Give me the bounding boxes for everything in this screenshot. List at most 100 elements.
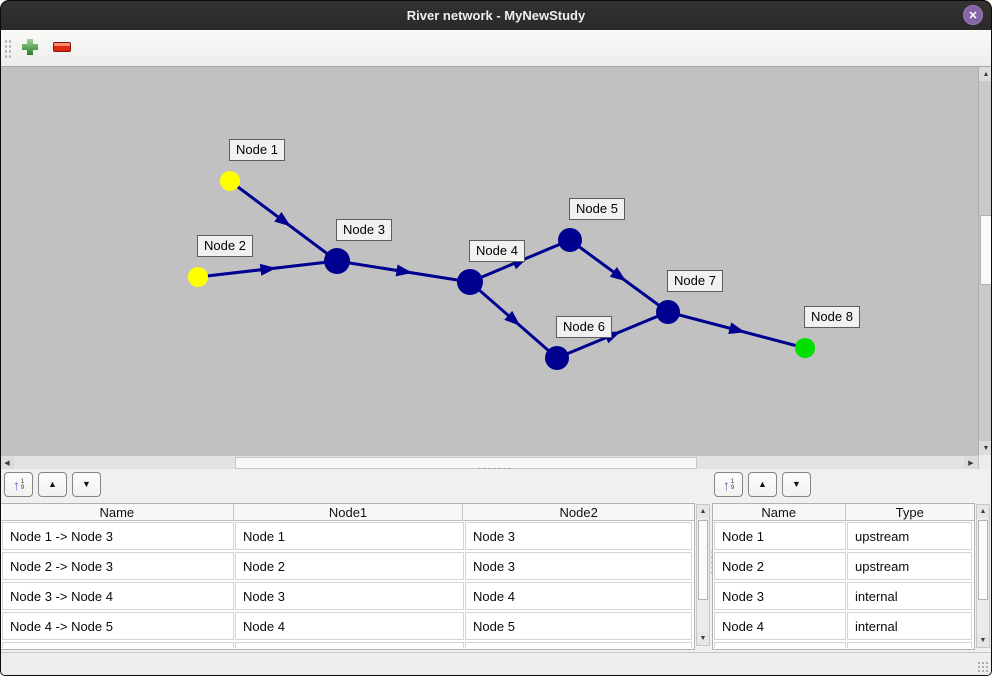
- node-circle[interactable]: [795, 338, 815, 358]
- left-move-down-button[interactable]: ▼: [72, 472, 101, 497]
- table-cell[interactable]: Node 3: [465, 552, 692, 580]
- vertical-scroll-thumb[interactable]: [698, 520, 708, 600]
- scrollbar-corner: [978, 455, 992, 469]
- right-move-up-button[interactable]: ▲: [748, 472, 777, 497]
- table-cell[interactable]: Node 2: [714, 552, 846, 580]
- table-cell[interactable]: Node 1: [714, 522, 846, 550]
- scroll-down-icon: ▼: [982, 444, 990, 452]
- nodes-table-scrollbar[interactable]: ▲ ▼: [976, 504, 990, 648]
- window-title: River network - MyNewStudy: [406, 7, 586, 23]
- table-cell[interactable]: Node 4: [714, 612, 846, 640]
- scroll-down-button[interactable]: ▼: [697, 632, 709, 645]
- node-label[interactable]: Node 1: [229, 139, 285, 161]
- table-cell[interactable]: Node 3 -> Node 4: [2, 582, 234, 610]
- node-label[interactable]: Node 8: [804, 306, 860, 328]
- node-label[interactable]: Node 3: [336, 219, 392, 241]
- node-circle[interactable]: [457, 269, 483, 295]
- node-label[interactable]: Node 7: [667, 270, 723, 292]
- column-header[interactable]: Node2: [559, 504, 598, 520]
- node-label[interactable]: Node 5: [569, 198, 625, 220]
- table-row-partial: [1, 641, 694, 648]
- node-circle[interactable]: [220, 171, 240, 191]
- vertical-scroll-thumb[interactable]: [980, 215, 992, 285]
- node-circle[interactable]: [558, 228, 582, 252]
- toolbar-drag-handle-icon[interactable]: [4, 39, 12, 59]
- scroll-up-button[interactable]: ▲: [979, 67, 992, 81]
- resize-grip[interactable]: [977, 661, 988, 672]
- table-cell[interactable]: Node 3: [714, 582, 846, 610]
- node-circle[interactable]: [545, 346, 569, 370]
- table-cell[interactable]: Node 5: [465, 612, 692, 640]
- branches-table-scrollbar[interactable]: ▲ ▼: [696, 504, 710, 646]
- flow-direction-arrow-icon: [259, 263, 277, 276]
- table-cell[interactable]: upstream: [847, 552, 972, 580]
- node-circle[interactable]: [324, 248, 350, 274]
- table-cell[interactable]: Node 3: [465, 522, 692, 550]
- column-header[interactable]: Name: [713, 504, 846, 520]
- horizontal-splitter-handle[interactable]: [477, 467, 511, 470]
- horizontal-scroll-thumb[interactable]: [235, 457, 697, 469]
- table-cell[interactable]: Node 1: [235, 522, 464, 550]
- remove-button[interactable]: [53, 42, 71, 52]
- table-cell[interactable]: internal: [847, 612, 972, 640]
- scroll-right-button[interactable]: ▶: [964, 456, 978, 470]
- node-circle[interactable]: [188, 267, 208, 287]
- flow-direction-arrow-icon: [274, 212, 291, 227]
- main-toolbar: [0, 30, 992, 67]
- canvas-vertical-scrollbar[interactable]: ▲ ▼: [978, 67, 992, 455]
- table-cell: [847, 642, 972, 648]
- vertical-scroll-thumb[interactable]: [978, 520, 988, 600]
- column-header[interactable]: Type: [895, 504, 924, 520]
- scroll-down-button[interactable]: ▼: [979, 441, 992, 455]
- scroll-left-button[interactable]: ◀: [0, 456, 14, 470]
- right-move-down-button[interactable]: ▼: [782, 472, 811, 497]
- left-move-up-button[interactable]: ▲: [38, 472, 67, 497]
- node-label[interactable]: Node 4: [469, 240, 525, 262]
- table-cell[interactable]: Node 4: [465, 582, 692, 610]
- node-label[interactable]: Node 6: [556, 316, 612, 338]
- down-triangle-icon: ▼: [792, 479, 801, 489]
- table-cell[interactable]: Node 1 -> Node 3: [2, 522, 234, 550]
- river-canvas[interactable]: Node 1 Node 2 Node 3 Node 4 Node 5 Node 6 Node…: [0, 67, 978, 455]
- scroll-down-button[interactable]: ▼: [977, 634, 989, 647]
- plus-icon: [22, 39, 38, 55]
- node-label[interactable]: Node 2: [197, 235, 253, 257]
- status-bar: [0, 652, 992, 676]
- table-cell[interactable]: Node 2: [235, 552, 464, 580]
- node-circle[interactable]: [656, 300, 680, 324]
- table-cell: [465, 642, 692, 648]
- column-header[interactable]: Name: [1, 504, 234, 520]
- table-cell[interactable]: Node 4: [235, 612, 464, 640]
- scroll-up-button[interactable]: ▲: [697, 505, 709, 518]
- up-triangle-icon: ▲: [758, 479, 767, 489]
- table-cell[interactable]: Node 2 -> Node 3: [2, 552, 234, 580]
- canvas-horizontal-scrollbar[interactable]: ◀ ▶: [0, 455, 978, 470]
- scroll-up-button[interactable]: ▲: [977, 505, 989, 518]
- scroll-up-icon: ▲: [979, 508, 987, 515]
- table-cell[interactable]: Node 3: [235, 582, 464, 610]
- flow-direction-arrow-icon: [609, 267, 627, 282]
- close-button[interactable]: ✕: [963, 5, 983, 25]
- table-cell[interactable]: upstream: [847, 522, 972, 550]
- table-cell[interactable]: Node 4 -> Node 5: [2, 612, 234, 640]
- titlebar[interactable]: River network - MyNewStudy ✕: [0, 0, 992, 30]
- column-header[interactable]: Node1: [234, 504, 464, 520]
- add-button[interactable]: [20, 37, 40, 57]
- table-cell: [714, 642, 846, 648]
- table-cell[interactable]: internal: [847, 582, 972, 610]
